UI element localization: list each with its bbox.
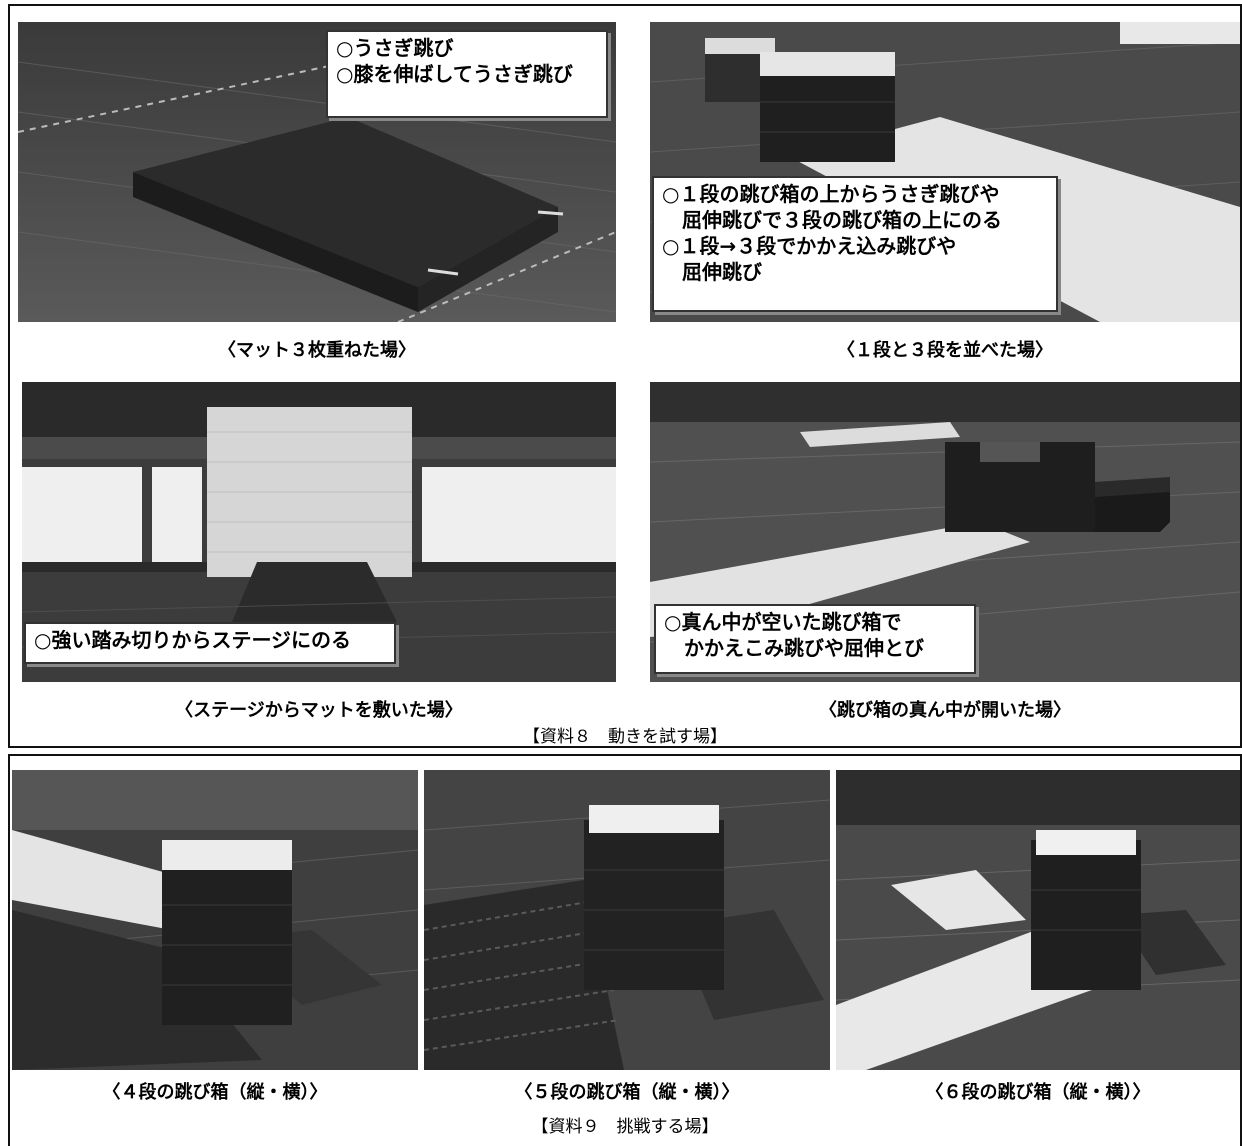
callout-line: 屈伸跳び: [662, 260, 762, 284]
callout-line: ○１段→３段でかかえ込み跳びや: [662, 234, 957, 258]
caption-stacked-mats: 〈マット３枚重ねた場〉: [218, 340, 416, 361]
caption-open-middle-box: 〈跳び箱の真ん中が開いた場〉: [819, 700, 1071, 721]
callout-line: ○１段の跳び箱の上からうさぎ跳びや: [662, 182, 1000, 206]
callout-stacked-mats: ○うさぎ跳び ○膝を伸ばしてうさぎ跳び: [326, 30, 608, 118]
caption-1-and-3-tier-boxes: 〈１段と３段を並べた場〉: [837, 340, 1053, 361]
callout-line: ○うさぎ跳び: [336, 36, 454, 60]
callout-1-and-3-tier-boxes: ○１段の跳び箱の上からうさぎ跳びや 屈伸跳びで３段の跳び箱の上にのる ○１段→３…: [652, 176, 1058, 312]
callout-line: 屈伸跳びで３段の跳び箱の上にのる: [662, 208, 1002, 232]
caption-6-tier-box: 〈６段の跳び箱（縦・横）〉: [925, 1082, 1151, 1103]
callout-open-middle-box: ○真ん中が空いた跳び箱で かかえこみ跳びや屈伸とび: [654, 604, 976, 674]
callout-line: ○膝を伸ばしてうさぎ跳び: [336, 62, 573, 86]
photo-open-middle-box: [650, 382, 1240, 682]
photo-4-tier-box: [12, 770, 418, 1070]
caption-4-tier-box: 〈４段の跳び箱（縦・横）〉: [102, 1082, 328, 1103]
callout-line: かかえこみ跳びや屈伸とび: [664, 636, 924, 660]
material-9-title: 【資料９ 挑戦する場】: [531, 1117, 719, 1137]
caption-5-tier-box: 〈５段の跳び箱（縦・横）〉: [514, 1082, 740, 1103]
callout-line: ○強い踏み切りからステージにのる: [34, 628, 352, 652]
callout-line: ○真ん中が空いた跳び箱で: [664, 610, 902, 634]
photo-5-tier-box: [424, 770, 830, 1070]
material-8-title: 【資料８ 動きを試す場】: [523, 727, 727, 747]
photo-stacked-mats: [18, 22, 616, 322]
caption-stage-with-mats: 〈ステージからマットを敷いた場〉: [175, 700, 463, 721]
photo-6-tier-box: [836, 770, 1240, 1070]
callout-stage-with-mats: ○強い踏み切りからステージにのる: [24, 622, 396, 664]
